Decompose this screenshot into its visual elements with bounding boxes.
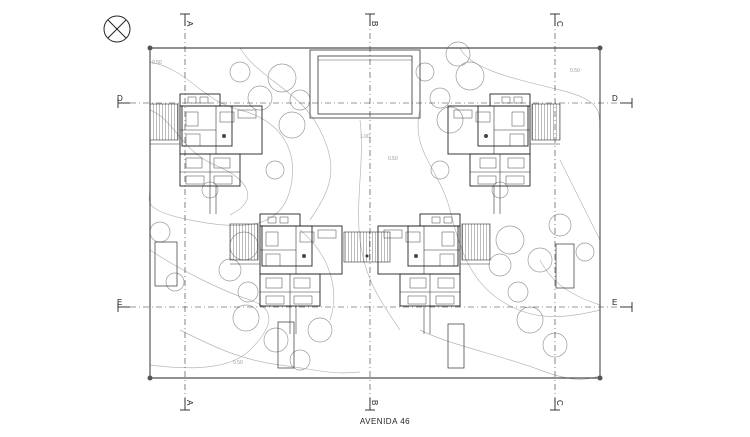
grid-label-c-bottom: C: [555, 400, 564, 406]
grid-label-a-top: A: [185, 21, 194, 27]
contour-label: 1.00: [360, 134, 370, 140]
grid-label-e-right: E: [612, 298, 617, 307]
house-unit-top-left: [149, 93, 263, 214]
house-units: [149, 93, 561, 334]
contour-label: 0.50: [570, 68, 580, 74]
grid-label-a-bottom: A: [185, 400, 194, 406]
north-arrow-icon: [103, 15, 131, 43]
terrain-contours: [148, 47, 601, 380]
grid-label-c-top: C: [555, 21, 564, 27]
central-passage: [343, 231, 391, 263]
grid-label-e-left: E: [117, 298, 122, 307]
grid-ticks: [117, 13, 633, 411]
trees: [149, 41, 595, 371]
house-unit-top-right: [447, 93, 561, 214]
grid-label-b-top: B: [370, 21, 379, 26]
contour-label: 0.50: [388, 156, 398, 162]
grid-lines: [130, 20, 620, 405]
grid-label-d-right: D: [612, 94, 618, 103]
grid-label-d-left: D: [117, 94, 123, 103]
parking-right: [447, 243, 575, 369]
house-unit-bottom-left: [229, 213, 343, 334]
contour-label: 0.50: [233, 360, 243, 366]
contour-label: 0.50: [152, 60, 162, 66]
swimming-pool: [309, 49, 421, 119]
grid-label-b-bottom: B: [370, 400, 379, 405]
grid-labels: A B C A B C D D E E: [117, 21, 618, 406]
parking-left: [154, 241, 295, 369]
contour-labels: 0.50 1.00 0.50 0.50 0.50: [152, 60, 580, 366]
street-name-label: AVENIDA 46: [359, 417, 411, 426]
house-unit-bottom-right: [377, 213, 491, 334]
site-boundary: [147, 45, 603, 381]
